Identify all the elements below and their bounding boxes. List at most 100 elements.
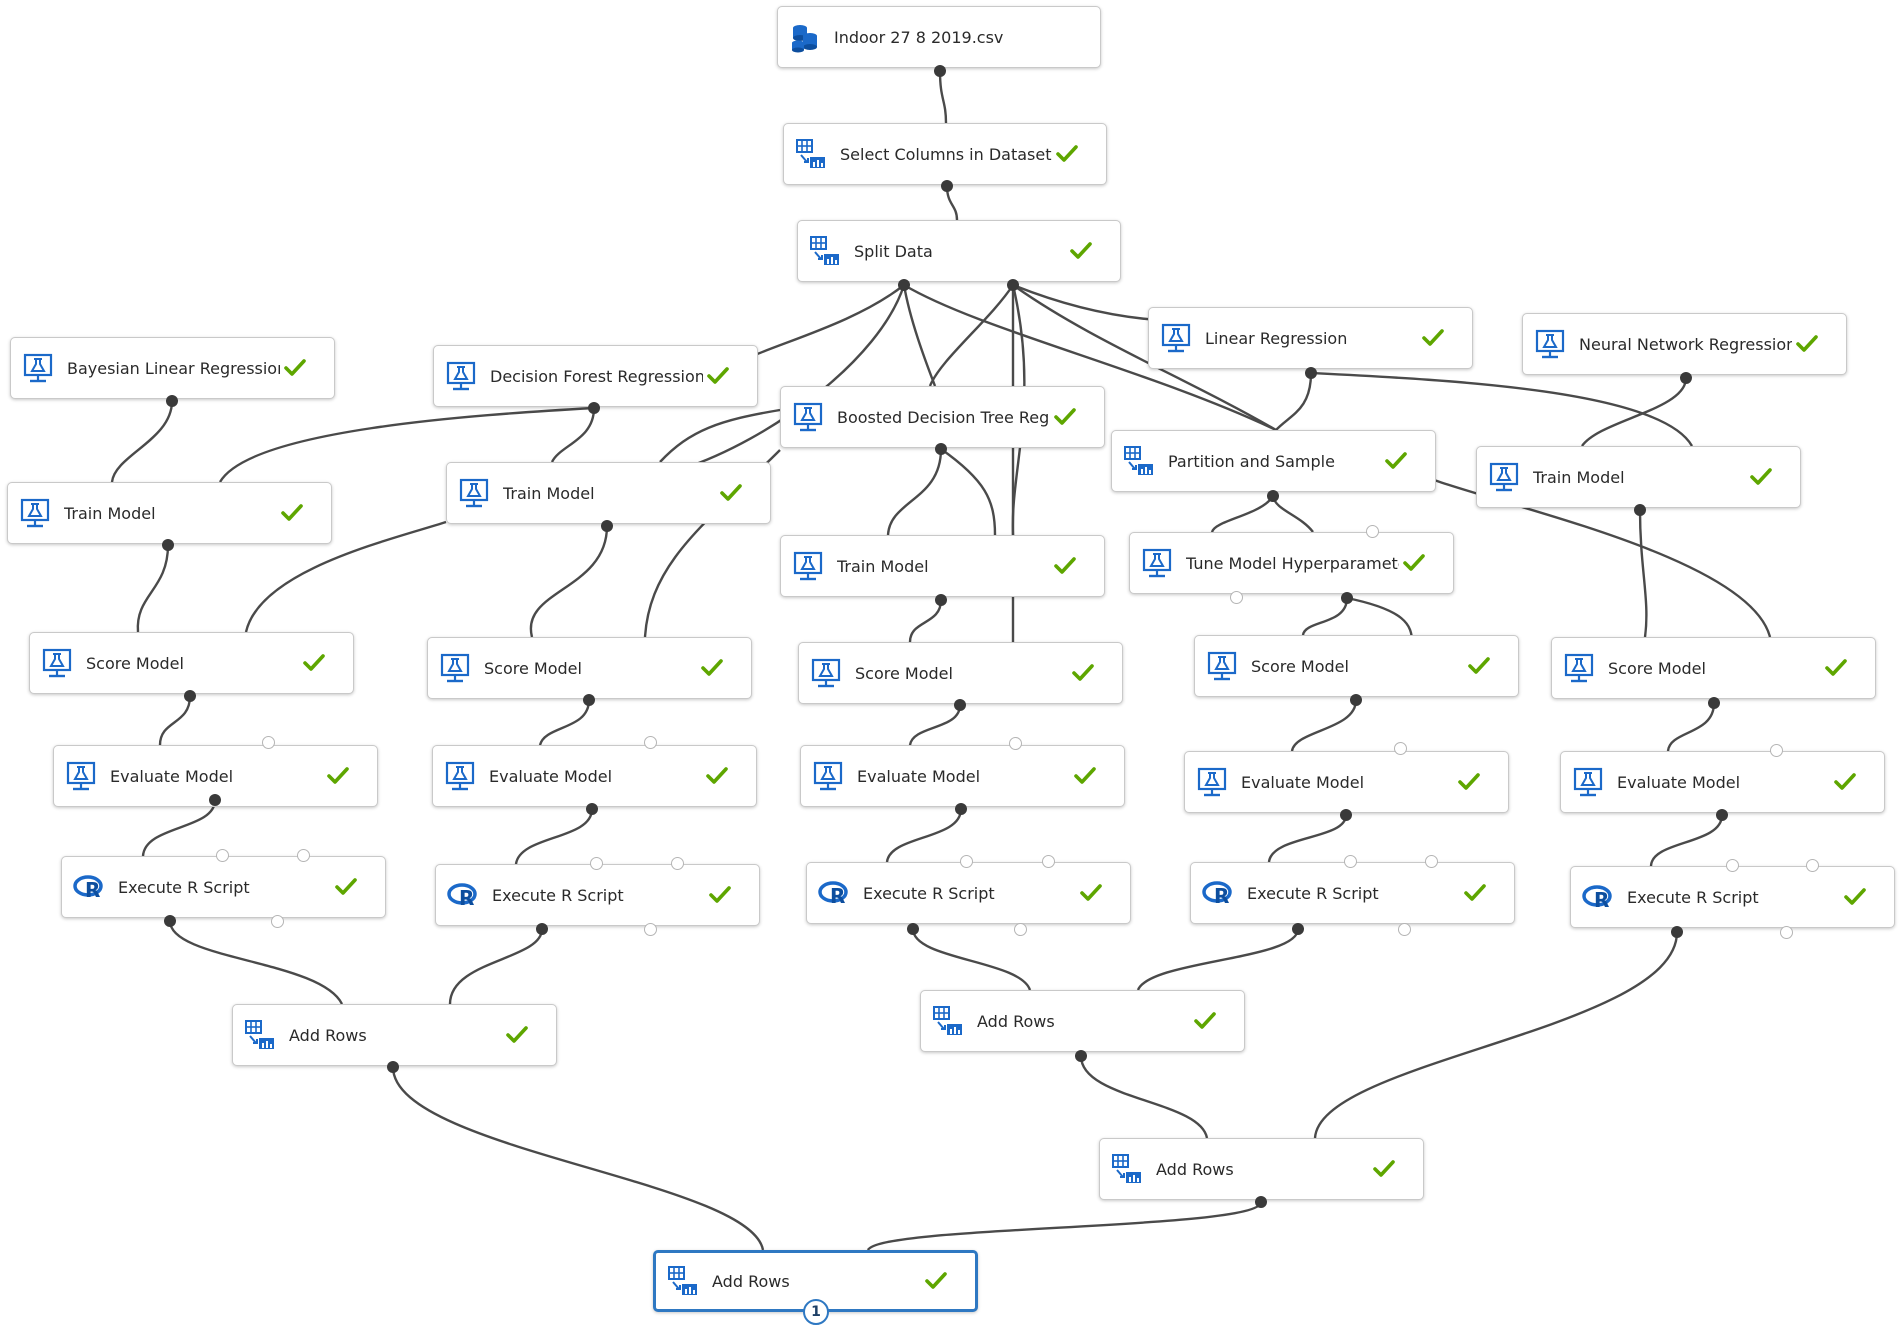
module-score-model[interactable]: Score Model [29,632,354,694]
output-port[interactable] [898,279,910,291]
model-flask-icon [444,359,478,393]
module-evaluate-model[interactable]: Evaluate Model [1560,751,1885,813]
checkmark-icon [1381,446,1411,476]
module-score-model[interactable]: Score Model [427,637,752,699]
input-port[interactable] [1425,855,1438,868]
input-port[interactable] [297,849,310,862]
module-train-model[interactable]: Train Model [1476,446,1801,508]
module-bayesian-linear-regression[interactable]: Bayesian Linear Regression [10,337,335,399]
output-port[interactable] [941,180,953,192]
output-port[interactable] [588,402,600,414]
input-port[interactable] [671,857,684,870]
model-flask-icon [809,656,843,690]
checkmark-icon [1050,402,1080,432]
module-tune-model-hyperparameters[interactable]: Tune Model Hyperparameters [1129,532,1454,594]
input-port[interactable] [271,915,284,928]
output-port[interactable] [907,923,919,935]
module-evaluate-model[interactable]: Evaluate Model [800,745,1125,807]
output-port[interactable] [1255,1196,1267,1208]
module-boosted-decision-tree-regr[interactable]: Boosted Decision Tree Regr... [780,386,1105,448]
module-split-data[interactable]: Split Data [797,220,1121,282]
input-port[interactable] [216,849,229,862]
input-port[interactable] [1394,742,1407,755]
module-add-rows[interactable]: Add Rows [1099,1138,1424,1200]
checkmark-icon [1746,462,1776,492]
output-port[interactable] [166,395,178,407]
checkmark-icon [1418,323,1448,353]
module-train-model[interactable]: Train Model [7,482,332,544]
grid-transform-icon [794,137,828,171]
connection-wire [1581,377,1688,447]
module-train-model[interactable]: Train Model [780,535,1105,597]
checkmark-icon [1190,1006,1220,1036]
output-port[interactable] [162,539,174,551]
module-partition-and-sample[interactable]: Partition and Sample [1111,430,1436,492]
output-port[interactable] [954,699,966,711]
output-port[interactable] [935,443,947,455]
output-port[interactable] [1341,592,1353,604]
output-port[interactable] [1671,926,1683,938]
checkmark-icon [697,653,727,683]
module-neural-network-regression[interactable]: Neural Network Regression [1522,313,1847,375]
input-port[interactable] [590,857,603,870]
module-add-rows[interactable]: Add Rows [920,990,1245,1052]
input-port[interactable] [1366,525,1379,538]
input-port[interactable] [1770,744,1783,757]
input-port[interactable] [1042,855,1055,868]
output-port[interactable] [934,65,946,77]
module-score-model[interactable]: Score Model [1551,637,1876,699]
input-port[interactable] [644,923,657,936]
output-port[interactable] [536,923,548,935]
output-port[interactable] [583,694,595,706]
output-port[interactable] [1292,923,1304,935]
output-port[interactable] [1267,490,1279,502]
model-flask-icon [457,476,491,510]
output-port[interactable] [1340,809,1352,821]
output-port[interactable] [184,690,196,702]
input-port[interactable] [1726,859,1739,872]
module-evaluate-model[interactable]: Evaluate Model [432,745,757,807]
module-indoor-27-8-2019-csv[interactable]: Indoor 27 8 2019.csv [777,6,1101,68]
input-port[interactable] [262,736,275,749]
output-port[interactable] [1634,504,1646,516]
input-port[interactable] [1398,923,1411,936]
input-port[interactable] [1806,859,1819,872]
input-port[interactable] [1009,737,1022,750]
input-port[interactable] [1780,926,1793,939]
module-score-model[interactable]: Score Model [798,642,1123,704]
input-port[interactable] [1230,591,1243,604]
output-port[interactable] [1708,697,1720,709]
output-port[interactable] [1680,372,1692,384]
module-evaluate-model[interactable]: Evaluate Model [1184,751,1509,813]
input-port[interactable] [1344,855,1357,868]
module-linear-regression[interactable]: Linear Regression [1148,307,1473,369]
checkmark-icon [277,498,307,528]
input-port[interactable] [644,736,657,749]
output-port[interactable] [586,803,598,815]
output-port[interactable] [209,794,221,806]
input-port[interactable] [960,855,973,868]
output-port[interactable] [1350,694,1362,706]
output-port[interactable] [164,915,176,927]
output-port[interactable] [1075,1050,1087,1062]
module-add-rows[interactable]: Add Rows [232,1004,557,1066]
output-port[interactable] [935,594,947,606]
module-train-model[interactable]: Train Model [446,462,771,524]
output-port[interactable] [1305,367,1317,379]
connection-wire [391,1066,765,1251]
input-port[interactable] [1014,923,1027,936]
output-port[interactable] [1007,279,1019,291]
output-port[interactable] [387,1061,399,1073]
module-score-model[interactable]: Score Model [1194,635,1519,697]
output-port[interactable] [601,520,613,532]
output-port[interactable] [1716,809,1728,821]
output-port[interactable] [955,803,967,815]
module-decision-forest-regression[interactable]: Decision Forest Regression [433,345,758,407]
module-select-columns-in-dataset[interactable]: Select Columns in Dataset [783,123,1107,185]
